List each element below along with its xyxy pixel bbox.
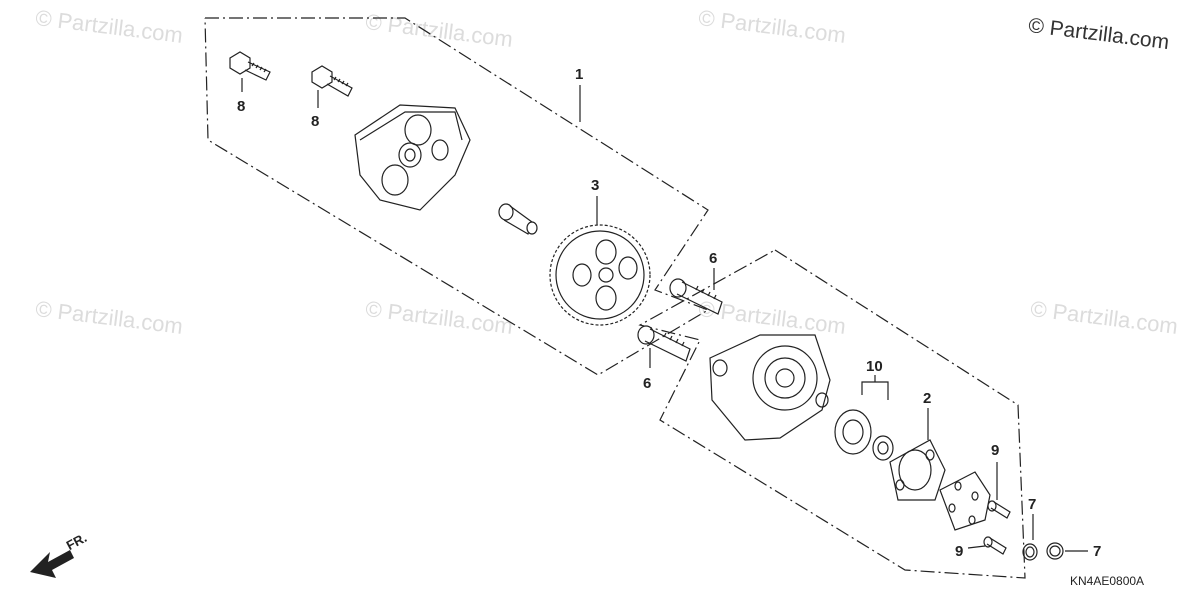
- assembly-boundary-lower: [638, 249, 1026, 579]
- callout-3: 3: [591, 177, 600, 194]
- front-direction-arrow: [30, 550, 74, 578]
- pump-cover-upper: [354, 104, 471, 211]
- o-ring-left: [1022, 543, 1038, 561]
- screw-9-upper: [987, 500, 1011, 519]
- callout-10: 10: [866, 358, 883, 375]
- rotor-set: [834, 409, 894, 461]
- gasket: [889, 439, 946, 501]
- bolt-8-right: [311, 65, 353, 97]
- callout-7-upper: 7: [1028, 496, 1037, 513]
- callout-8-right: 8: [311, 113, 320, 130]
- assembly-boundary-upper: [204, 17, 710, 376]
- screw-9-lower: [983, 536, 1007, 555]
- callout-9-upper: 9: [991, 442, 1000, 459]
- callout-1: 1: [575, 66, 584, 83]
- pump-plate: [939, 471, 991, 531]
- o-ring-right: [1046, 542, 1064, 560]
- callout-7-right: 7: [1093, 543, 1102, 560]
- pump-body: [709, 334, 831, 441]
- bolt-6-upper: [669, 278, 723, 315]
- driven-sprocket: [549, 224, 651, 326]
- callout-9-lower: 9: [955, 543, 964, 560]
- dowel-pin: [498, 203, 538, 235]
- callout-6-lower: 6: [643, 375, 652, 392]
- bolt-6-lower: [637, 325, 691, 362]
- callout-8-left: 8: [237, 98, 246, 115]
- bolt-8-left: [229, 51, 271, 81]
- diagram-code: KN4AE0800A: [1070, 574, 1145, 588]
- callout-6-upper: 6: [709, 250, 718, 267]
- callout-2: 2: [923, 390, 932, 407]
